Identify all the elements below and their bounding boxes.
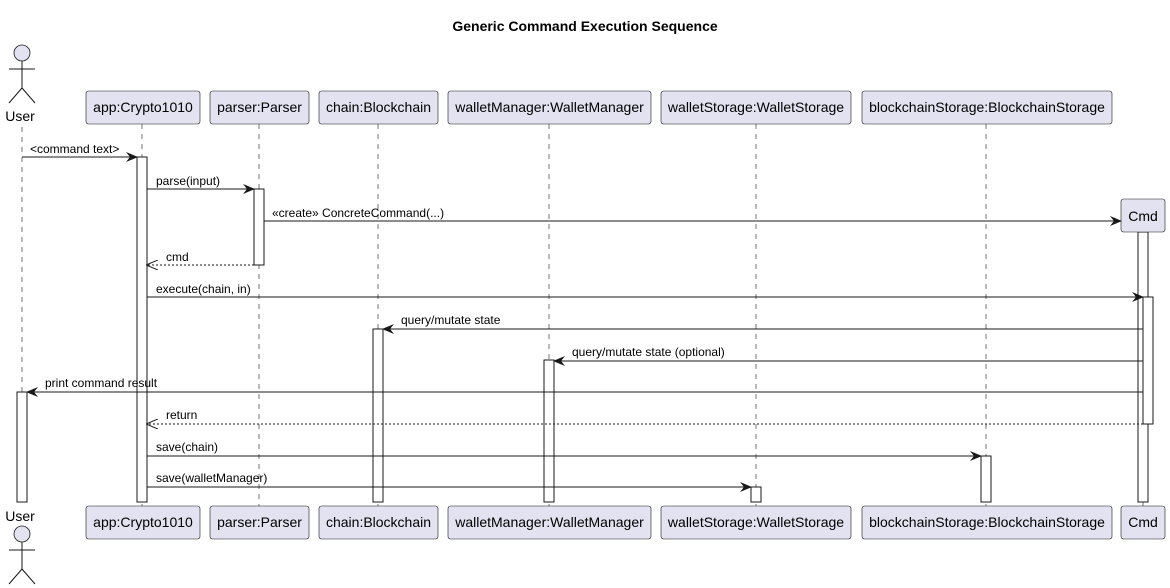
message-label-return: return [166, 408, 197, 422]
participant-blockchain-storage [861, 90, 1113, 125]
message-label-query-wallet: query/mutate state (optional) [572, 345, 725, 359]
participant-label-wallet-storage-bottom: walletStorage:WalletStorage [667, 514, 844, 530]
activation-chain [372, 328, 384, 503]
participant-label-cmd-bottom: Cmd [1128, 514, 1158, 530]
participant-cmd [1120, 198, 1166, 233]
participant-chain [318, 90, 439, 125]
diagram-title: Generic Command Execution Sequence [452, 18, 718, 34]
participant-label-wallet-manager: walletManager:WalletManager [454, 99, 644, 115]
participant-parser-bottom [209, 505, 310, 540]
participant-wallet-manager-bottom [447, 505, 652, 540]
participant-cmd-bottom [1120, 505, 1166, 540]
participant-label-wallet-manager-bottom: walletManager:WalletManager [454, 514, 644, 530]
activation-blockchain-storage [980, 455, 992, 503]
actor-user-bottom: User [5, 508, 36, 585]
participant-label-app-bottom: app:Crypto1010 [93, 514, 193, 530]
participant-chain-bottom [318, 505, 439, 540]
actor-body-icon [8, 542, 36, 585]
participant-label-blockchain-storage: blockchainStorage:BlockchainStorage [869, 99, 1105, 115]
participants-top: User app:Crypto1010 parser:Parser chain:… [5, 44, 1166, 233]
activation-parser [253, 188, 265, 266]
participant-parser [209, 90, 310, 125]
participant-label-blockchain-storage-bottom: blockchainStorage:BlockchainStorage [869, 514, 1105, 530]
actor-user-top: User [5, 44, 36, 124]
activation-wallet-storage [750, 486, 762, 503]
participant-wallet-storage-bottom [660, 505, 852, 540]
participant-app [85, 90, 201, 125]
participant-label-parser-bottom: parser:Parser [217, 514, 302, 530]
participant-label-cmd: Cmd [1128, 208, 1158, 224]
message-label-create: «create» ConcreteCommand(...) [272, 206, 444, 220]
message-label-parse: parse(input) [156, 174, 220, 188]
message-label-print-result: print command result [45, 376, 158, 390]
participant-app-bottom [85, 505, 201, 540]
participant-label-app: app:Crypto1010 [93, 99, 193, 115]
messages: <command text> parse(input) «create» Con… [22, 142, 1144, 492]
participant-label-chain-bottom: chain:Blockchain [326, 514, 431, 530]
participant-wallet-manager [447, 90, 652, 125]
participant-blockchain-storage-bottom [861, 505, 1113, 540]
message-label-save-wallet: save(walletManager) [156, 471, 267, 485]
participant-label-wallet-storage: walletStorage:WalletStorage [667, 99, 844, 115]
activation-app [136, 156, 148, 503]
participant-label-parser: parser:Parser [217, 99, 302, 115]
participant-label-chain: chain:Blockchain [326, 99, 431, 115]
message-label-command-text: <command text> [30, 142, 119, 156]
message-label-cmd-return: cmd [166, 250, 189, 264]
message-label-save-chain: save(chain) [156, 440, 218, 454]
participant-wallet-storage [660, 90, 852, 125]
message-label-execute: execute(chain, in) [156, 282, 251, 296]
participants-bottom: User app:Crypto1010 parser:Parser chain:… [5, 505, 1166, 585]
actor-head-icon [13, 525, 31, 543]
activation-cmd-inner [1142, 296, 1154, 425]
activation-user [16, 391, 28, 503]
actor-head-icon [13, 44, 31, 62]
participant-label-user-bottom: User [5, 508, 35, 524]
activation-wallet-manager [543, 359, 555, 503]
message-label-query-chain: query/mutate state [401, 313, 501, 327]
participant-label-user: User [5, 108, 35, 124]
actor-body-icon [8, 61, 36, 104]
